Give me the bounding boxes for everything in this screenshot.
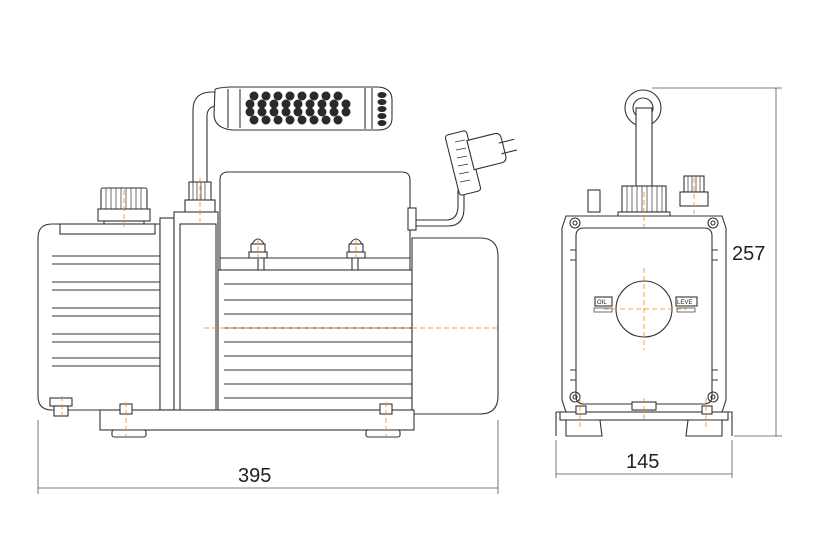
grip-dot bbox=[305, 107, 315, 117]
pump-housing bbox=[37, 211, 219, 415]
dimension-height: 257 bbox=[652, 87, 782, 437]
dimension-width: 145 bbox=[555, 440, 733, 478]
power-plug bbox=[416, 130, 518, 227]
handle-grip-dots bbox=[245, 91, 351, 125]
front-fitting-right bbox=[679, 175, 709, 207]
grip-dot bbox=[293, 107, 303, 117]
grip-dot bbox=[281, 99, 291, 109]
grip-dot bbox=[257, 107, 267, 117]
grip-dot bbox=[261, 91, 271, 101]
motor-body bbox=[217, 207, 499, 415]
grip-end-notch bbox=[377, 113, 387, 119]
grip-dot bbox=[329, 107, 339, 117]
grip-end-notch bbox=[377, 106, 387, 112]
grip-dot bbox=[309, 91, 319, 101]
grip-dot bbox=[341, 107, 351, 117]
grip-end-notch bbox=[377, 120, 387, 126]
height-dimension-text: 257 bbox=[732, 243, 765, 265]
grip-dot bbox=[317, 99, 327, 109]
grip-dot bbox=[309, 115, 319, 125]
grip-dot bbox=[321, 91, 331, 101]
side-view bbox=[37, 86, 518, 438]
base-plate bbox=[49, 397, 415, 438]
motor-cover bbox=[219, 171, 411, 271]
front-handle bbox=[624, 89, 662, 191]
grip-end-notch bbox=[377, 99, 387, 105]
grip-dot bbox=[269, 107, 279, 117]
grip-dot bbox=[333, 115, 343, 125]
grip-dot bbox=[293, 99, 303, 109]
grip-dot bbox=[321, 115, 331, 125]
front-fitting-left bbox=[587, 189, 601, 213]
grip-dot bbox=[285, 115, 295, 125]
grip-dot bbox=[273, 91, 283, 101]
level-label: LEVE bbox=[677, 300, 692, 306]
grip-dot bbox=[261, 115, 271, 125]
handle-end-grip bbox=[377, 92, 387, 126]
width-dimension-text: 145 bbox=[626, 451, 659, 473]
grip-dot bbox=[245, 107, 255, 117]
grip-dot bbox=[297, 115, 307, 125]
grip-dot bbox=[297, 91, 307, 101]
length-dimension-text: 395 bbox=[238, 465, 271, 487]
handle bbox=[192, 86, 393, 185]
grip-dot bbox=[305, 99, 315, 109]
front-view-centerlines bbox=[579, 178, 707, 430]
oil-label: OIL bbox=[597, 300, 607, 306]
side-view-centerlines bbox=[61, 178, 500, 438]
grip-dot bbox=[317, 107, 327, 117]
grip-dot bbox=[329, 99, 339, 109]
grip-dot bbox=[273, 115, 283, 125]
grip-dot bbox=[249, 91, 259, 101]
grip-dot bbox=[285, 91, 295, 101]
grip-dot bbox=[245, 99, 255, 109]
grip-end-notch bbox=[377, 92, 387, 98]
grip-dot bbox=[269, 99, 279, 109]
grip-dot bbox=[257, 99, 267, 109]
front-view: OIL LEVE bbox=[555, 89, 733, 437]
grip-dot bbox=[249, 115, 259, 125]
grip-dot bbox=[341, 99, 351, 109]
grip-dot bbox=[333, 91, 343, 101]
dimension-length: 395 bbox=[37, 420, 499, 494]
grip-dot bbox=[281, 107, 291, 117]
